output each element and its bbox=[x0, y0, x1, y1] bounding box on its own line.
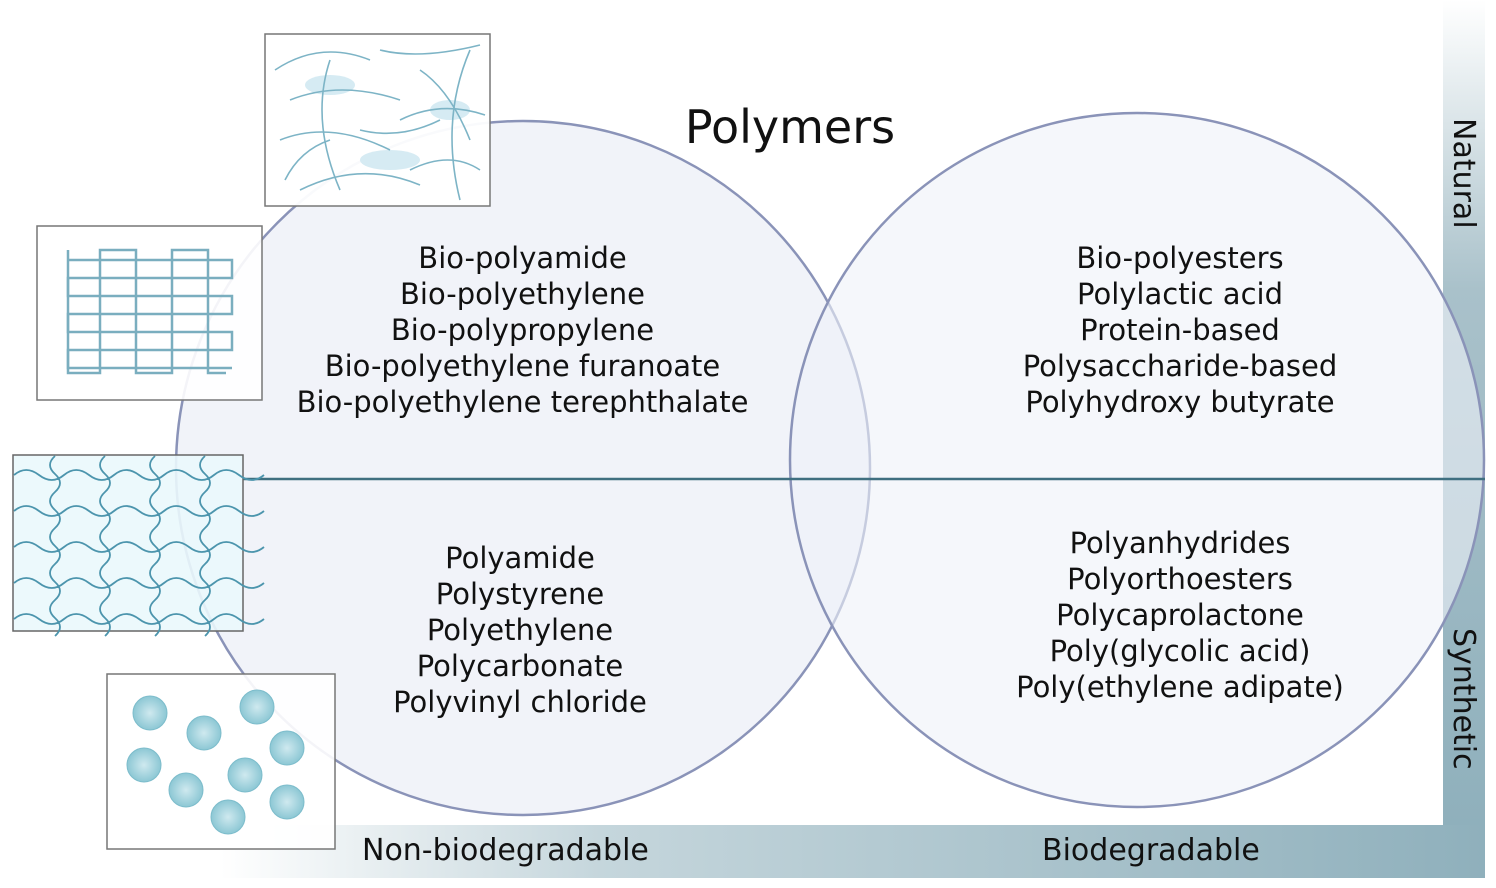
list-item: Bio-polyamide bbox=[418, 241, 627, 275]
particle-structure-icon bbox=[106, 673, 336, 850]
natural-nonbiodegradable-list: Bio-polyamide Bio-polyethylene Bio-polyp… bbox=[270, 240, 775, 420]
list-item: Polyorthoesters bbox=[1067, 562, 1293, 596]
list-item: Bio-polyethylene terephthalate bbox=[296, 385, 749, 419]
list-item: Bio-polyethylene bbox=[400, 277, 645, 311]
biodegradable-circle bbox=[788, 111, 1486, 809]
biodegradability-bar bbox=[220, 825, 1485, 878]
natural-biodegradable-list: Bio-polyesters Polylactic acid Protein-b… bbox=[980, 240, 1380, 420]
list-item: Polystyrene bbox=[435, 577, 605, 611]
list-item: Polylactic acid bbox=[1077, 277, 1283, 311]
list-item: Bio-polypropylene bbox=[390, 313, 655, 347]
non-biodegradable-label: Non-biodegradable bbox=[362, 833, 649, 868]
biodegradable-label: Biodegradable bbox=[1042, 833, 1260, 868]
list-item: Poly(glycolic acid) bbox=[1049, 634, 1311, 668]
natural-label: Natural bbox=[1446, 118, 1481, 229]
list-item: Polysaccharide-based bbox=[1022, 349, 1338, 383]
list-item: Polyanhydrides bbox=[1069, 526, 1291, 560]
list-item: Bio-polyesters bbox=[1076, 241, 1284, 275]
list-item: Polyamide bbox=[445, 541, 595, 575]
list-item: Protein-based bbox=[1080, 313, 1280, 347]
mesh-structure-icon bbox=[12, 454, 265, 637]
list-item: Polycarbonate bbox=[416, 649, 624, 683]
synthetic-label: Synthetic bbox=[1446, 628, 1481, 770]
list-item: Poly(ethylene adipate) bbox=[1016, 670, 1344, 704]
synthetic-nonbiodegradable-list: Polyamide Polystyrene Polyethylene Polyc… bbox=[320, 540, 720, 720]
list-item: Polyhydroxy butyrate bbox=[1025, 385, 1335, 419]
mesh-lines bbox=[13, 455, 265, 637]
list-item: Bio-polyethylene furanoate bbox=[324, 349, 721, 383]
fiber-structure-icon bbox=[264, 33, 491, 207]
diagram-title: Polymers bbox=[684, 100, 896, 154]
grid-structure-icon bbox=[36, 225, 263, 401]
list-item: Polyethylene bbox=[426, 613, 614, 647]
list-item: Polycaprolactone bbox=[1056, 598, 1304, 632]
synthetic-biodegradable-list: Polyanhydrides Polyorthoesters Polycapro… bbox=[980, 525, 1380, 705]
list-item: Polyvinyl chloride bbox=[393, 685, 647, 719]
